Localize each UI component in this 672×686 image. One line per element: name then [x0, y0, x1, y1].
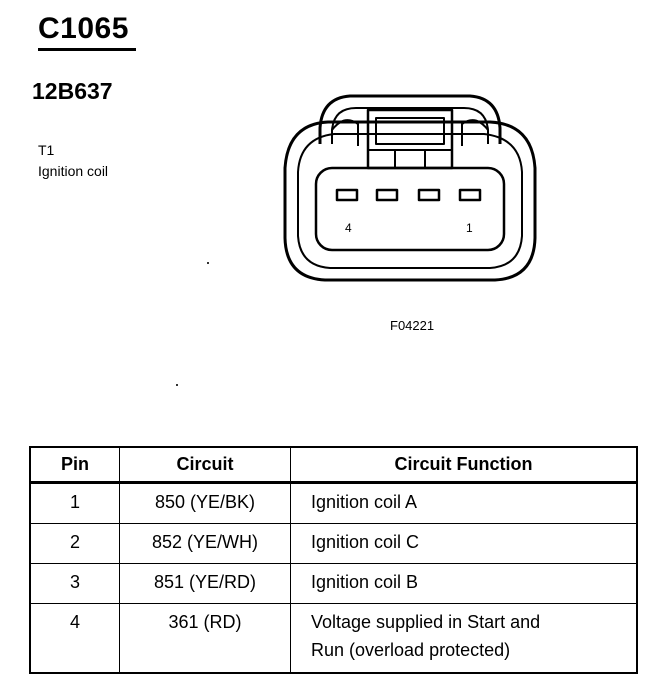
- pin-2: [417, 188, 441, 202]
- header-circuit: Circuit: [119, 446, 291, 484]
- circuit-cell: 852 (YE/WH): [119, 523, 291, 564]
- function-cell: Ignition coil B: [290, 563, 638, 604]
- header-pin: Pin: [29, 446, 120, 484]
- circuit-cell: 851 (YE/RD): [119, 563, 291, 604]
- pin-label-left: 4: [345, 221, 352, 235]
- pin-cavity: [314, 166, 506, 252]
- connector-id: C1065: [38, 12, 129, 45]
- figure-reference: F04221: [390, 318, 435, 333]
- part-number: 12B637: [32, 78, 113, 104]
- function-cell: Voltage supplied in Start and Run (overl…: [290, 603, 638, 674]
- pin-cell: 2: [29, 523, 120, 564]
- latch-tab-right: [461, 119, 489, 146]
- latch-arch: [318, 94, 502, 144]
- connector-housing-outer: [283, 120, 537, 282]
- circuit-cell: 850 (YE/BK): [119, 482, 291, 524]
- scan-speck: [176, 384, 178, 386]
- table-header-row: Pin Circuit Circuit Function: [29, 446, 638, 484]
- pin-4: [335, 188, 359, 202]
- function-cell: Ignition coil C: [290, 523, 638, 564]
- table-row: 2 852 (YE/WH) Ignition coil C: [29, 523, 638, 564]
- connector-face-diagram: 4 1: [283, 94, 537, 282]
- table-row: 1 850 (YE/BK) Ignition coil A: [29, 482, 638, 524]
- header-function: Circuit Function: [290, 446, 638, 484]
- component-ref: T1: [38, 142, 55, 158]
- circuit-cell: 361 (RD): [119, 603, 291, 674]
- component-name: Ignition coil: [38, 163, 109, 179]
- table-row: 3 851 (YE/RD) Ignition coil B: [29, 563, 638, 604]
- pin-cell: 1: [29, 482, 120, 524]
- pin-1: [458, 188, 482, 202]
- pin-cell: 3: [29, 563, 120, 604]
- scan-speck: [207, 262, 209, 264]
- table-row: 4 361 (RD) Voltage supplied in Start and…: [29, 603, 638, 674]
- function-cell: Ignition coil A: [290, 482, 638, 524]
- connector-housing-inner: [297, 133, 523, 269]
- pin-table: Pin Circuit Circuit Function 1 850 (YE/B…: [29, 446, 638, 674]
- latch-tab-left: [331, 119, 359, 146]
- connector-id-underline: [38, 48, 136, 51]
- pin-cell: 4: [29, 603, 120, 674]
- pin-label-right: 1: [466, 221, 473, 235]
- pin-3: [375, 188, 399, 202]
- function-line: Voltage supplied in Start and: [311, 612, 541, 632]
- function-line: Run (overload protected): [311, 640, 511, 660]
